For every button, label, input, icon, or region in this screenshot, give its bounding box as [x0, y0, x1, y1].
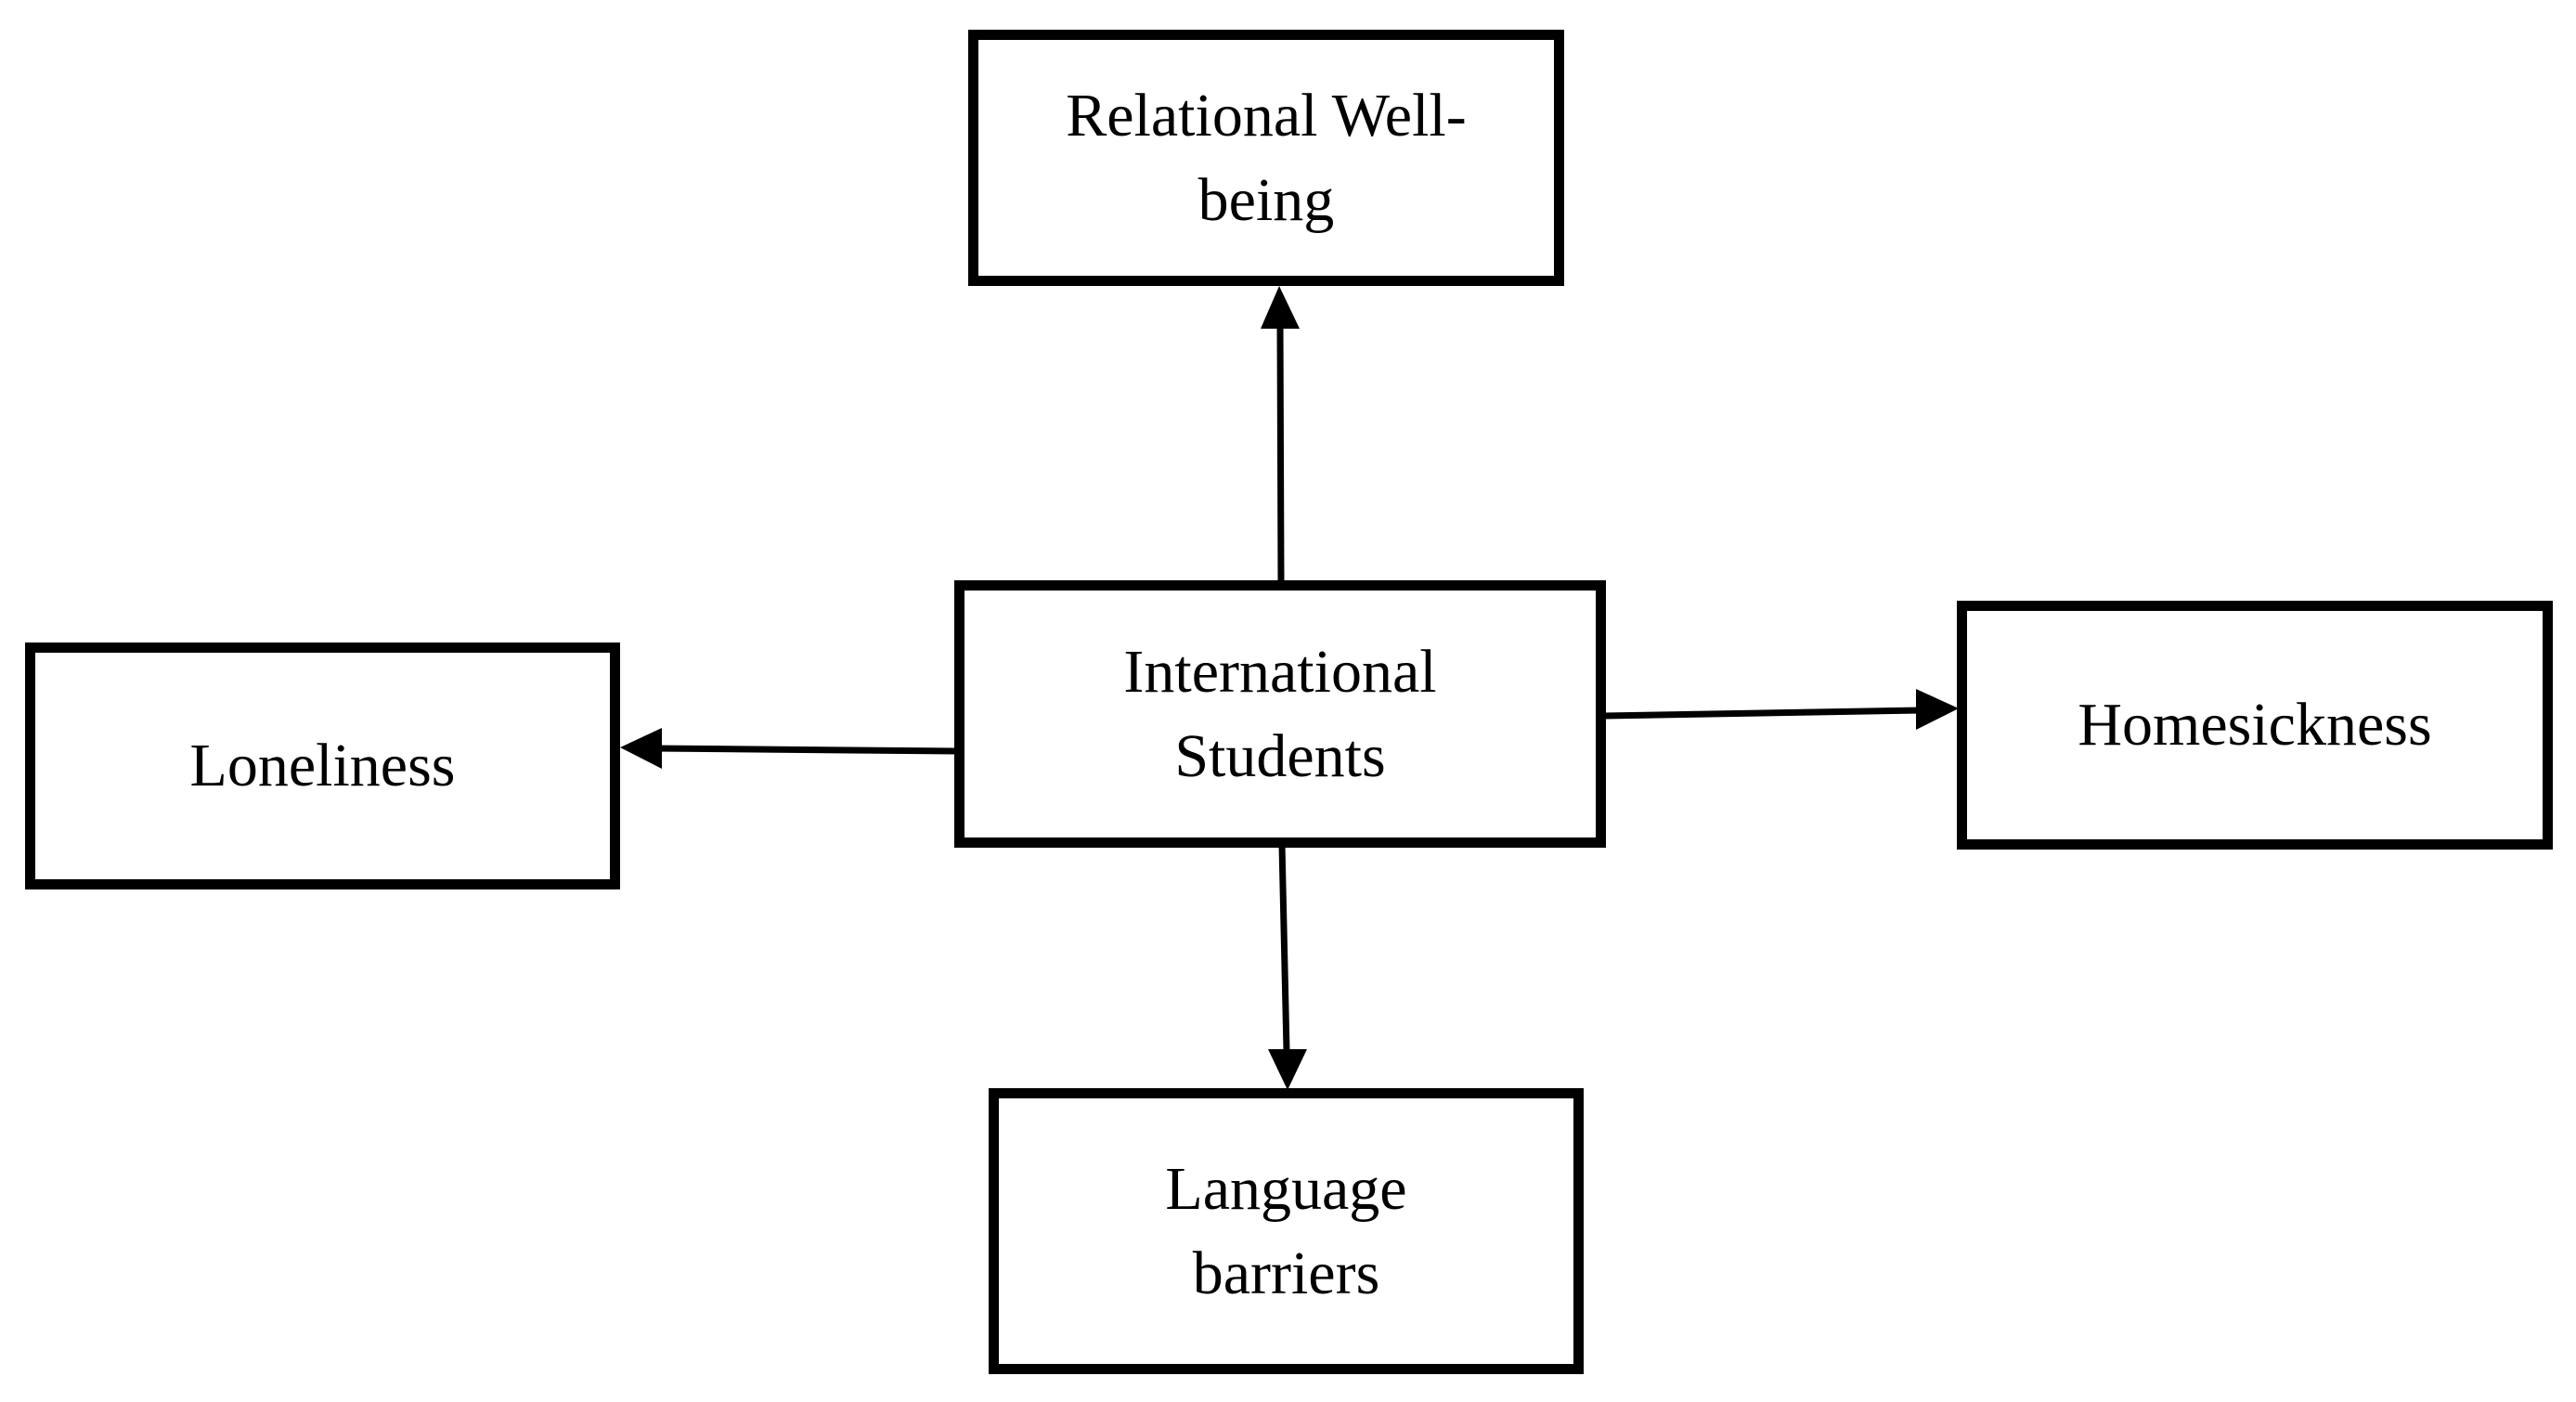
node-relational-wellbeing-label: Relational Well- being	[1066, 81, 1467, 234]
node-international-students: International Students	[954, 580, 1606, 848]
node-language-barriers: Language barriers	[989, 1088, 1584, 1374]
arrow-center-to-top	[1261, 286, 1300, 584]
arrow-center-to-bottom	[1268, 844, 1307, 1090]
node-international-students-label: International Students	[1123, 637, 1437, 790]
arrow-center-to-left	[620, 728, 957, 769]
node-homesickness-label: Homesickness	[2078, 691, 2432, 759]
node-loneliness: Loneliness	[25, 643, 620, 889]
node-relational-wellbeing: Relational Well- being	[968, 30, 1564, 286]
node-language-barriers-label: Language barriers	[1165, 1154, 1407, 1307]
arrow-center-to-right	[1603, 689, 1959, 730]
node-loneliness-label: Loneliness	[189, 732, 456, 800]
node-homesickness: Homesickness	[1957, 601, 2553, 850]
